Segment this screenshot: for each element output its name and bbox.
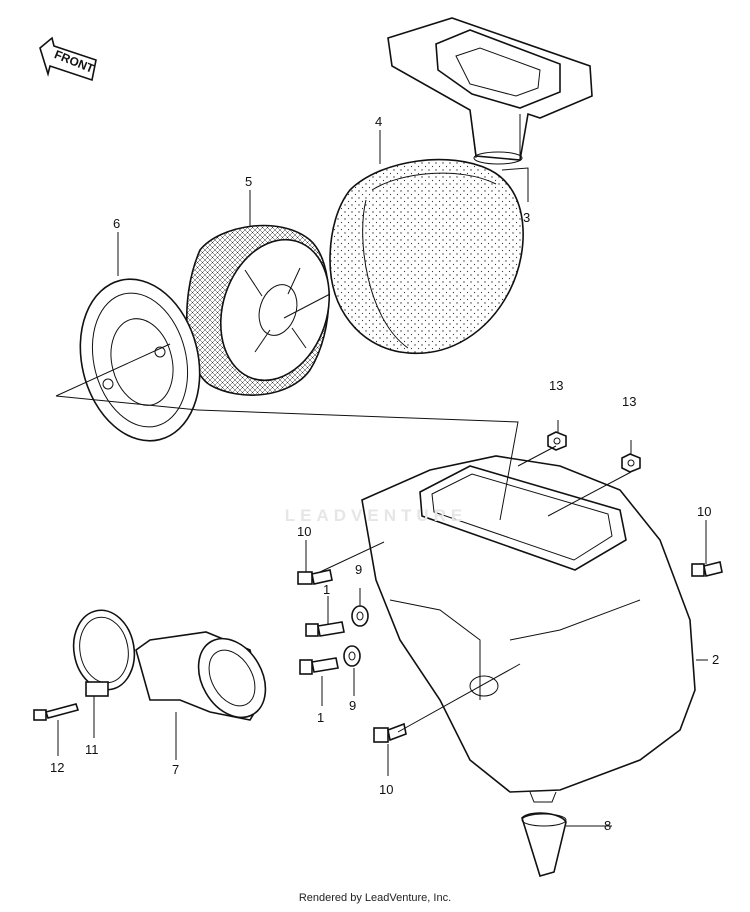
callout-6: 6 bbox=[113, 216, 120, 231]
callout-10-lower: 10 bbox=[379, 782, 393, 797]
drain-cap-part-8 bbox=[521, 812, 567, 877]
callout-13-right: 13 bbox=[622, 394, 636, 409]
filter-frame-part-5 bbox=[186, 224, 331, 396]
screw-part-12 bbox=[33, 703, 80, 721]
callout-4: 4 bbox=[375, 114, 382, 129]
callout-13-left: 13 bbox=[549, 378, 563, 393]
leader-lines bbox=[55, 130, 708, 827]
intake-duct-part-7 bbox=[135, 631, 267, 721]
bolt-part-10-right bbox=[691, 561, 723, 577]
nut-part-13-left bbox=[547, 431, 567, 451]
watermark-logo: LEADVENTURE bbox=[284, 506, 468, 525]
bolt-part-10-upper bbox=[297, 569, 333, 585]
bolt-part-1-upper bbox=[305, 621, 345, 637]
callout-8: 8 bbox=[604, 818, 611, 833]
nut-part-13-right bbox=[621, 453, 641, 473]
air-duct-part-3 bbox=[387, 17, 593, 165]
washer-part-9-upper bbox=[351, 605, 369, 627]
callout-12: 12 bbox=[50, 760, 64, 775]
callout-7: 7 bbox=[172, 762, 179, 777]
callout-3: 3 bbox=[523, 210, 530, 225]
element-holder-part-6 bbox=[79, 278, 201, 442]
callout-2: 2 bbox=[712, 652, 719, 667]
callout-9-lower: 9 bbox=[349, 698, 356, 713]
callout-5: 5 bbox=[245, 174, 252, 189]
callout-9-upper: 9 bbox=[355, 562, 362, 577]
bolt-part-1-lower bbox=[299, 657, 339, 675]
foam-element-part-4 bbox=[329, 158, 524, 354]
air-cleaner-case-part-2 bbox=[361, 455, 696, 803]
render-credit: Rendered by LeadVenture, Inc. bbox=[298, 892, 452, 904]
front-arrow-icon: FRONT bbox=[39, 36, 97, 82]
callout-10-right: 10 bbox=[697, 504, 711, 519]
callout-10-upper: 10 bbox=[297, 524, 311, 539]
clamp-part-11 bbox=[72, 609, 136, 697]
callout-1-lower: 1 bbox=[317, 710, 324, 725]
callout-11: 11 bbox=[85, 742, 99, 757]
washer-part-9-lower bbox=[343, 645, 361, 667]
callout-1-upper: 1 bbox=[323, 582, 330, 597]
bolt-part-10-lower bbox=[373, 722, 407, 743]
